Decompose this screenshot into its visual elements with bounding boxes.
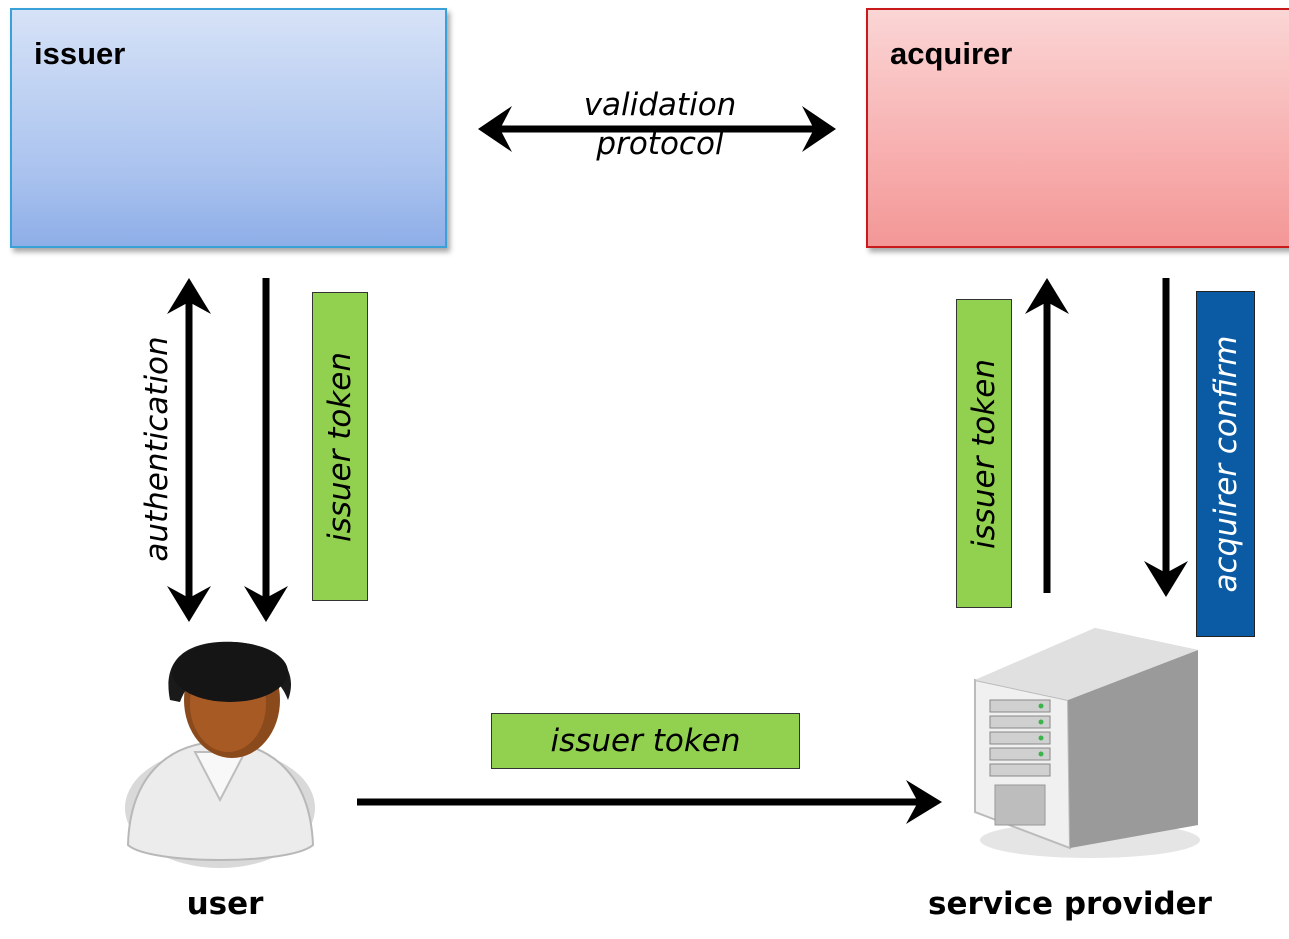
service-provider-label: service provider bbox=[928, 886, 1212, 922]
acquirer-confirm-label: acquirer confirm bbox=[1207, 335, 1244, 593]
authentication-arrowhead-down bbox=[167, 586, 211, 622]
left-issuer-token-tag: issuer token bbox=[312, 292, 368, 601]
acquirer-to-sp-arrowhead bbox=[1144, 561, 1188, 597]
issuer-box: issuer bbox=[10, 8, 447, 248]
validation-label-line1: validation bbox=[583, 87, 737, 123]
authentication-label: authentication bbox=[139, 336, 175, 562]
user-to-sp-arrowhead bbox=[906, 780, 942, 824]
validation-label: validation protocol bbox=[560, 86, 760, 164]
validation-arrowhead-left bbox=[478, 106, 512, 152]
bottom-issuer-token-label: issuer token bbox=[550, 723, 741, 759]
sp-to-acquirer-arrowhead bbox=[1025, 278, 1069, 314]
validation-label-line2: protocol bbox=[596, 125, 724, 162]
bottom-issuer-token-tag: issuer token bbox=[491, 713, 800, 769]
user-label: user bbox=[186, 886, 264, 922]
right-issuer-token-tag: issuer token bbox=[956, 299, 1012, 608]
issuer-to-user-arrowhead bbox=[244, 586, 288, 622]
server-icon bbox=[974, 628, 1200, 858]
acquirer-title: acquirer bbox=[890, 36, 1013, 71]
acquirer-confirm-tag: acquirer confirm bbox=[1196, 291, 1255, 637]
acquirer-box: acquirer bbox=[866, 8, 1289, 248]
user-avatar bbox=[125, 641, 315, 868]
issuer-title: issuer bbox=[34, 36, 126, 71]
authentication-arrowhead-up bbox=[167, 278, 211, 314]
left-issuer-token-label: issuer token bbox=[322, 351, 358, 542]
validation-arrowhead-right bbox=[802, 106, 836, 152]
right-issuer-token-label: issuer token bbox=[966, 358, 1002, 549]
